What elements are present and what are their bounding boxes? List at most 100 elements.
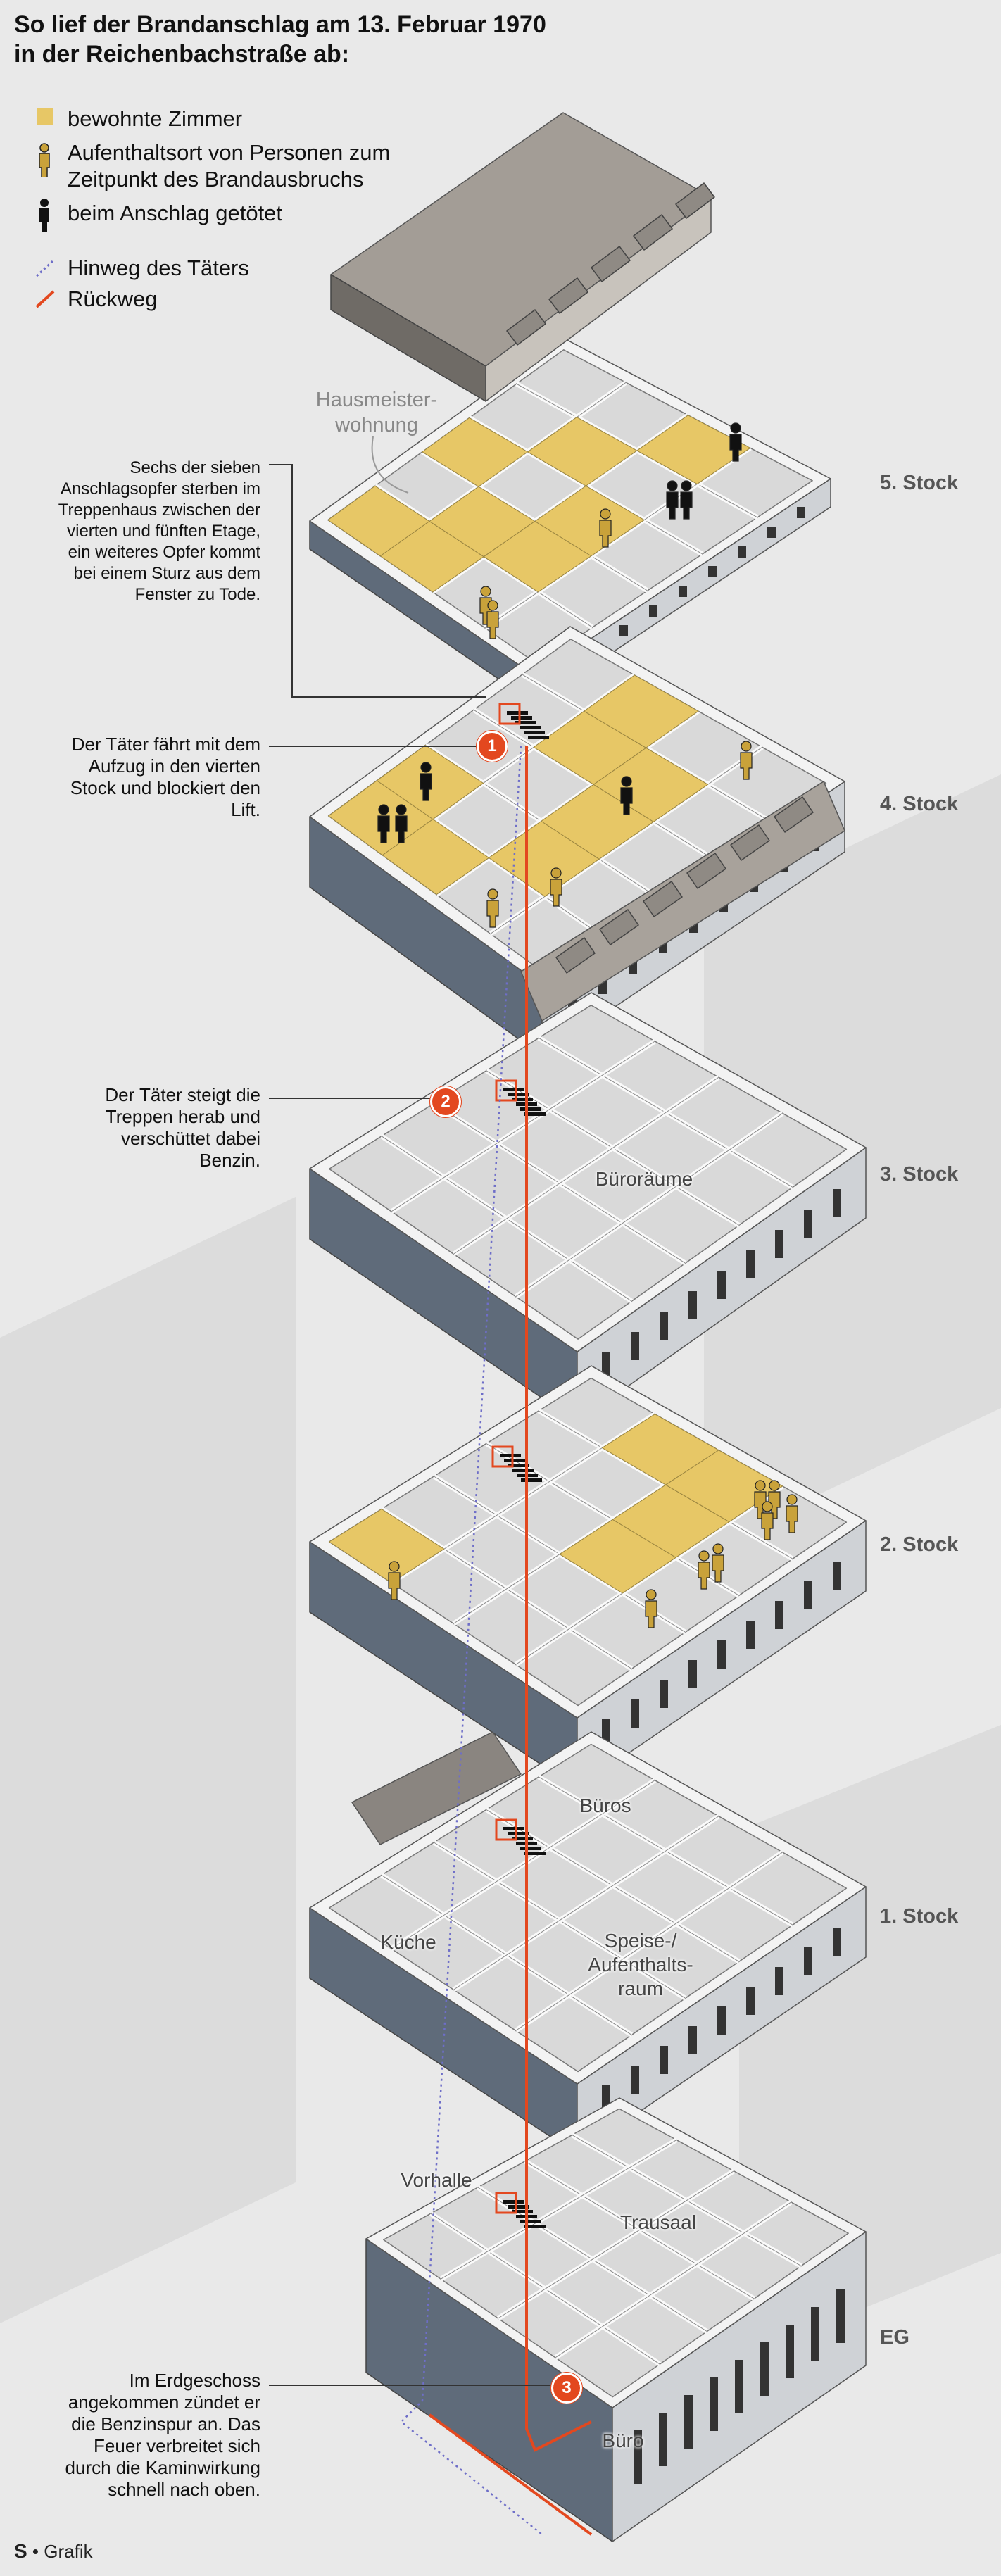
floor-label-2: 2. Stock	[880, 1533, 959, 1556]
stair-4-route	[495, 2192, 517, 2214]
stair-2-step-1	[504, 1459, 525, 1462]
victims-annotation: Sechs der sieben Anschlagsopfer sterben …	[58, 458, 260, 604]
room-trausaal: Trausaal	[620, 2211, 696, 2233]
floor-eg-window-9	[836, 2289, 845, 2343]
floor-label-4: 4. Stock	[880, 793, 959, 815]
floor-3-window-4	[688, 1291, 697, 1319]
roof-4-dormer-3	[686, 853, 726, 889]
floor-5-occupied-room-5	[636, 415, 751, 484]
stair-3-route	[495, 1818, 517, 1841]
floor-1-window-2	[631, 2066, 639, 2094]
floor-1-window-7	[775, 1967, 783, 1995]
floor-eg-window-7	[786, 2325, 794, 2378]
person-14-head	[755, 1480, 766, 1491]
floor-5-window-4	[649, 605, 657, 617]
route-out-line	[525, 746, 592, 2452]
stair-3-step-2	[512, 1837, 533, 1840]
floor-label-5: 5. Stock	[880, 472, 959, 494]
dormer-1	[548, 277, 588, 314]
page-title: So lief der Brandanschlag am 13. Februar…	[14, 11, 546, 68]
stair-1-step-5	[524, 1112, 546, 1116]
person-7-head	[378, 804, 389, 815]
floor-label-eg: EG	[880, 2326, 909, 2349]
person-18-head	[712, 1543, 724, 1554]
source-credit: S • Grafik	[14, 2540, 93, 2562]
person-0-head	[730, 422, 741, 434]
person-10-head	[550, 867, 562, 879]
stair-2-step-0	[500, 1454, 521, 1457]
floor-5-window-5	[679, 586, 687, 597]
person-8-head	[396, 804, 407, 815]
stair-0-step-3	[520, 726, 541, 729]
dormer-3	[633, 214, 673, 251]
stair-4-step-1	[508, 2205, 529, 2209]
legend-occupied: bewohnte Zimmer	[37, 106, 242, 132]
floor-2-window-5	[717, 1640, 726, 1669]
floor-eg-window-6	[760, 2342, 769, 2396]
person-10-body	[550, 879, 562, 907]
person-12-head	[741, 741, 752, 752]
floor-5-window-7	[738, 546, 746, 558]
floor-3-window-8	[804, 1210, 812, 1238]
occupied-room-swatch	[37, 108, 53, 125]
person-6-head	[420, 762, 432, 773]
floor-eg-window-4	[710, 2377, 718, 2431]
route-in-line	[400, 746, 543, 2535]
stair-0-step-2	[515, 721, 536, 724]
person-7-body	[377, 815, 390, 843]
person-4-head	[480, 586, 491, 597]
floor-2-occupied-room-0	[329, 1509, 445, 1583]
legend-route-out: Rückweg	[35, 286, 158, 313]
floor-2-window-8	[804, 1581, 812, 1609]
stair-0-step-5	[528, 736, 549, 739]
person-17-head	[786, 1494, 798, 1505]
floor-1-window-4	[688, 2026, 697, 2054]
floor-label-3: 3. Stock	[880, 1163, 959, 1186]
killed-person-icon	[39, 199, 49, 232]
room-buroraume: Büroräume	[595, 1168, 693, 1190]
floor-1-window-6	[746, 1987, 755, 2015]
floor-3-wall-line-b1	[391, 1041, 655, 1212]
stair-4-step-4	[520, 2220, 541, 2223]
room-buro: Büro	[602, 2430, 644, 2451]
floor-1-wall-line-b3	[515, 1852, 783, 2031]
floor-2-occupied-room-4	[665, 1450, 783, 1523]
stair-1-step-2	[512, 1098, 533, 1101]
floor-3-wall-line-b2	[453, 1076, 719, 1255]
floor-2-window-2	[631, 1699, 639, 1728]
person-17-body	[786, 1505, 798, 1533]
canopy	[351, 1731, 522, 1845]
floor-3-window-5	[717, 1271, 726, 1299]
room-hausmeister: Hausmeister- wohnung	[315, 389, 438, 436]
stair-0-route	[498, 703, 521, 725]
person-15-head	[769, 1480, 780, 1491]
floor-3-window-3	[660, 1312, 668, 1340]
floor-3-floor	[328, 1005, 848, 1340]
person-location-icon	[39, 143, 50, 177]
floor-3-window-2	[631, 1332, 639, 1360]
person-12-body	[740, 752, 753, 780]
floor-eg-wall-line-b1	[440, 2140, 677, 2280]
floor-2-window-4	[688, 1660, 697, 1688]
dotted-line-icon	[35, 259, 55, 277]
floor-eg-window-1	[634, 2430, 642, 2484]
floor-1-floor	[328, 1743, 848, 2073]
dormer-4	[675, 182, 715, 219]
step1-annotation: Der Täter fährt mit dem Aufzug in den vi…	[70, 734, 260, 820]
roof-4-dormer-4	[730, 824, 770, 861]
roof-4-dormer-2	[643, 881, 683, 917]
person-1-head	[667, 480, 678, 491]
floor-eg-wall-line-b3	[555, 2201, 792, 2358]
floor-eg-window-2	[659, 2413, 667, 2466]
floor-eg-window-8	[811, 2307, 819, 2361]
stair-3-step-1	[508, 1832, 529, 1835]
person-3-body	[599, 520, 612, 548]
person-19-body	[698, 1562, 710, 1590]
floor-2-window-7	[775, 1601, 783, 1629]
floor-5-window-3	[619, 625, 628, 636]
person-9-body	[620, 787, 633, 815]
floor-4-occupied-room-6	[584, 674, 699, 748]
stair-0-step-1	[511, 716, 532, 720]
floor-1-window-9	[833, 1928, 841, 1956]
